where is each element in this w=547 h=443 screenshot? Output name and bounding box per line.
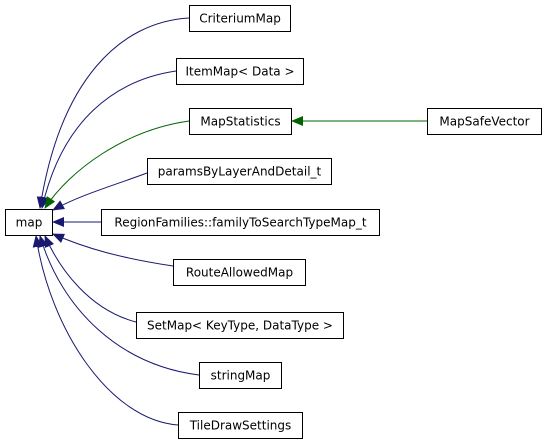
- node-box: [189, 5, 291, 32]
- edge-setmap-map: [44, 235, 137, 323]
- node-criteriummap[interactable]: CriteriumMap: [189, 5, 291, 32]
- edge-itemmap-map: [39, 70, 177, 209]
- edge-routeallowedmap-map: [52, 233, 174, 267]
- node-label: ItemMap< Data >: [185, 65, 294, 79]
- node-regionfamilies[interactable]: RegionFamilies::familyToSearchTypeMap_t: [101, 209, 380, 236]
- node-map[interactable]: map: [5, 209, 53, 236]
- edge-stringmap-map: [38, 235, 200, 376]
- node-label: RegionFamilies::familyToSearchTypeMap_t: [114, 216, 366, 230]
- node-box: [147, 158, 332, 185]
- node-box: [173, 259, 306, 286]
- node-itemmap[interactable]: ItemMap< Data >: [176, 58, 304, 85]
- node-label: TileDrawSettings: [189, 419, 292, 433]
- node-label: MapStatistics: [200, 115, 280, 129]
- node-label: SetMap< KeyType, DataType >: [147, 319, 333, 333]
- node-box: [178, 412, 303, 439]
- node-box: [176, 58, 304, 85]
- node-label: paramsByLayerAndDetail_t: [158, 165, 322, 179]
- edge-criteriummap-map: [36, 17, 190, 209]
- node-box: [189, 108, 292, 135]
- node-label: map: [16, 216, 43, 230]
- node-label: stringMap: [211, 369, 271, 383]
- node-mapstatistics[interactable]: MapStatistics: [189, 108, 292, 135]
- node-box: [136, 312, 344, 339]
- node-box: [199, 362, 282, 389]
- node-routeallowedmap[interactable]: RouteAllowedMap: [173, 259, 306, 286]
- node-box: [5, 209, 53, 236]
- edges-layer: [32, 17, 427, 426]
- node-mapsafevector[interactable]: MapSafeVector: [427, 108, 542, 135]
- node-box: [427, 108, 542, 135]
- edge-mapstatistics-map: [44, 120, 190, 209]
- edge-paramsbylayer-map: [52, 172, 148, 211]
- node-paramsbylayer[interactable]: paramsByLayerAndDetail_t: [147, 158, 332, 185]
- node-stringmap[interactable]: stringMap: [199, 362, 282, 389]
- node-tiledrawsettings[interactable]: TileDrawSettings: [178, 412, 303, 439]
- node-label: RouteAllowedMap: [186, 266, 293, 280]
- edge-tiledrawsettings-map: [32, 235, 179, 426]
- node-label: CriteriumMap: [199, 12, 281, 26]
- node-box: [101, 209, 380, 236]
- node-label: MapSafeVector: [439, 115, 529, 129]
- node-setmap[interactable]: SetMap< KeyType, DataType >: [136, 312, 344, 339]
